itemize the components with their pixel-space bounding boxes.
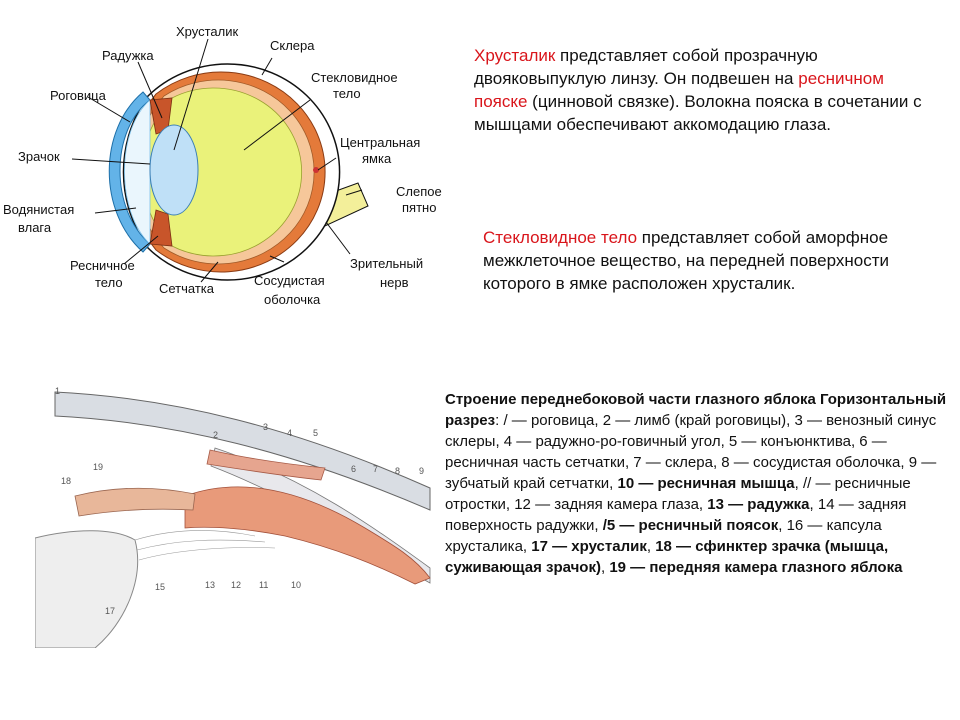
caption-title: Строение переднебоковой части глазного я… <box>445 391 947 429</box>
section-label-5: 5 <box>313 428 318 438</box>
vitreous-term: Стекловидное тело <box>483 228 638 247</box>
lens-text-1: представляет собой прозрачную двояковыпу… <box>474 46 818 88</box>
section-caption: Строение переднебоковой части глазного я… <box>445 389 951 578</box>
label-optic-nerve-2: нерв <box>380 275 409 290</box>
aqueous-shape <box>124 99 151 245</box>
section-label-10: 10 <box>291 580 301 590</box>
lens-paragraph: Хрусталик представляет собой прозрачную … <box>474 44 934 136</box>
ciliary-zonule-term: ресничном пояске <box>474 69 884 111</box>
caption-text-6: , <box>600 559 610 576</box>
label-ciliary-1: Ресничное <box>70 258 135 273</box>
section-cornea <box>54 391 431 511</box>
section-label-9: 9 <box>419 466 424 476</box>
label-blind-spot-2: пятно <box>402 200 436 215</box>
caption-text-5: , <box>646 538 656 555</box>
caption-text-3: , 14 — задняя поверхность радужки, <box>445 496 907 534</box>
fovea-marker <box>313 167 319 173</box>
section-label-4: 4 <box>287 428 292 438</box>
section-lens <box>35 530 139 648</box>
label-sclera: Склера <box>270 38 315 53</box>
section-label-19: 19 <box>93 462 103 472</box>
label-fovea-1: Центральная <box>340 135 420 150</box>
leader-lines <box>71 38 363 283</box>
section-label-3: 3 <box>263 422 268 432</box>
caption-bold-4: /5 — ресничный поясок <box>602 517 779 534</box>
label-vitreous-2: тело <box>333 86 361 101</box>
vitreous-text: представляет собой аморфное межклеточное… <box>483 228 889 293</box>
section-limbus <box>206 449 326 481</box>
lens-term: Хрусталик <box>474 46 556 65</box>
section-iris <box>74 487 196 517</box>
label-fovea-2: ямка <box>362 151 392 166</box>
section-label-6: 6 <box>351 464 356 474</box>
label-aqueous-1: Водянистая <box>3 202 74 217</box>
caption-bold-5: 17 — хрусталик <box>531 538 647 555</box>
label-blind-spot-1: Слепое <box>396 184 442 199</box>
label-vitreous-1: Стекловидное <box>311 70 398 85</box>
caption-text-4: , 16 — капсула хрусталика, <box>445 517 882 555</box>
section-label-13: 13 <box>205 580 215 590</box>
eye-diagram: Хрусталик Радужка Склера Роговица Стекло… <box>3 24 442 307</box>
label-choroid-2: оболочка <box>264 292 321 307</box>
label-iris: Радужка <box>102 48 154 63</box>
caption-bold-6: 18 — сфинктер зрачка (мышца, суживающая … <box>445 538 889 576</box>
section-label-15: 15 <box>155 582 165 592</box>
caption-bold-3: 13 — радужка <box>707 496 810 513</box>
section-label-2: 2 <box>213 430 218 440</box>
caption-bold-7: 19 — передняя камера глазного яблока <box>609 559 903 576</box>
section-label-11: 11 <box>259 580 268 590</box>
label-optic-nerve-1: Зрительный <box>350 256 423 271</box>
lens-text-2: (цинновой связке). Волокна пояска в соче… <box>474 92 922 134</box>
label-retina: Сетчатка <box>159 281 215 296</box>
label-cornea: Роговица <box>50 88 107 103</box>
lens-shape <box>149 124 199 216</box>
cornea-shape <box>108 91 151 253</box>
label-ciliary-2: тело <box>95 275 123 290</box>
section-ciliary-muscle <box>184 486 431 585</box>
section-label-12: 12 <box>231 580 241 590</box>
vitreous-paragraph: Стекловидное тело представляет собой амо… <box>483 226 913 295</box>
section-label-8: 8 <box>395 466 400 476</box>
caption-text-1: : / — роговица, 2 — лимб (край роговицы)… <box>445 412 937 492</box>
section-label-17: 17 <box>105 606 115 616</box>
label-pupil: Зрачок <box>18 149 60 164</box>
caption-text-2: , // — ресничные отростки, 12 — задняя к… <box>445 475 911 513</box>
section-label-7: 7 <box>373 464 378 474</box>
section-zonule-fibres <box>134 530 276 561</box>
label-aqueous-2: влага <box>18 220 52 235</box>
label-choroid-1: Сосудистая <box>254 273 325 288</box>
section-label-1: 1 <box>55 386 60 396</box>
anterior-section-figure: 1 2 3 4 5 6 7 8 9 10 11 12 13 15 17 18 1… <box>35 386 431 648</box>
label-lens: Хрусталик <box>176 24 238 39</box>
section-label-18: 18 <box>61 476 71 486</box>
caption-bold-2: 10 — ресничная мышца <box>617 475 795 492</box>
